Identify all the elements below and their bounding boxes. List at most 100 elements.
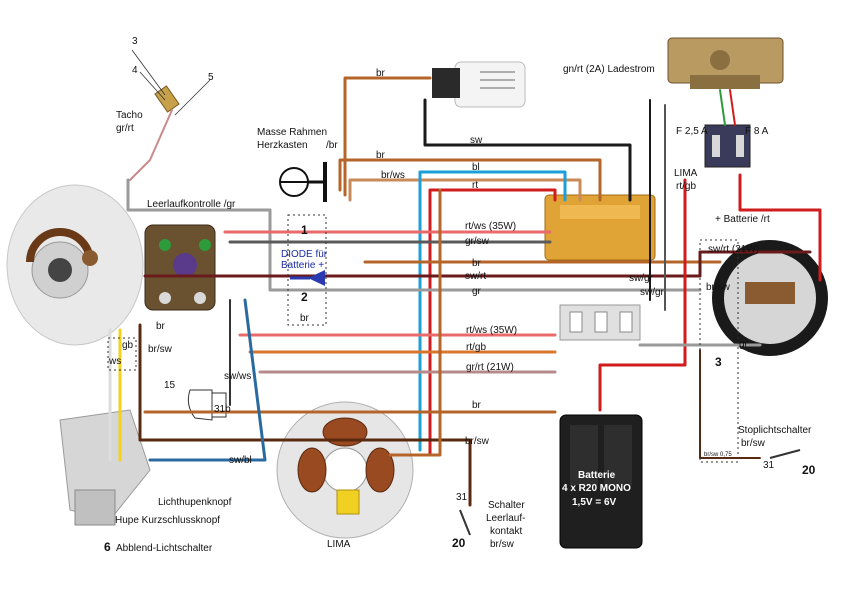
label-bl: bl [472,162,480,173]
handlebar-switch [59,409,151,526]
idle-switch-icon [459,509,471,536]
label-leerlaufkontrolle: Leerlaufkontrolle /gr [147,199,236,210]
label-rt-ws-35w-top: rt/ws (35W) [465,221,516,232]
label-f8: F 8 A [745,126,769,137]
rear-light [712,240,828,356]
label-masse-rahmen: Masse Rahmen [257,127,327,138]
label-diode-text-2: Batterie + [281,260,324,271]
label-tacho: Tacho [116,110,143,121]
tacho-lamp [131,49,211,116]
label-schalter-1: Schalter [488,500,525,511]
label-gr-right: gr [739,339,749,350]
wire-br-mid [338,158,602,202]
label-gr-sw: gr/sw [465,236,490,247]
alternator-stator [276,401,414,539]
label-stoplicht: Stoplichtschalter [738,425,812,436]
label-gr-mid: gr [472,286,482,297]
label-gn-rt-ladestrom: gn/rt (2A) Ladestrom [563,64,655,75]
label-br-sw-right: br/sw [706,282,731,293]
label-batterie-volt: 1,5V = 6V [572,497,617,508]
label-hupe: Hupe Kurzschlussknopf [115,515,220,526]
wire-gr-leerlauf [126,178,702,292]
wire-rt-battery [598,178,687,412]
label-rt-gb-lima: rt/gb [676,181,696,192]
wire-sw-bl [148,298,267,462]
label-n31b: 31b [214,404,231,415]
headlight-housing [6,184,144,346]
ignition-switch-block [144,224,216,311]
ignition-coil [432,61,526,108]
label-br-left: br [156,321,166,332]
label-herzkasten: Herzkasten [257,140,308,151]
label-sw-gr-1: sw/gr [629,273,654,284]
label-lichthupe: Lichthupenknopf [158,497,232,508]
label-n20-left: 20 [452,536,466,550]
diode-box [287,214,327,326]
label-br-top: br [376,68,386,79]
stop-switch-icon [769,449,801,459]
label-n5: 5 [208,72,214,83]
label-sw-rt-21w: sw/rt (21W) [708,244,759,255]
label-sw-top: sw [470,135,483,146]
label-ws: ws [108,356,121,367]
label-br-mid: br [376,150,386,161]
label-diode-2: 2 [301,290,308,304]
label-n20-right: 20 [802,463,816,477]
label-schalter-2: Leerlauf- [486,513,525,524]
label-br-right: br [472,258,482,269]
label-abblend: Abblend-Lichtschalter [116,543,213,554]
label-rt-ws-35w-bottom: rt/ws (35W) [466,325,517,336]
label-rt: rt [472,180,478,191]
label-rt-gb: rt/gb [466,342,486,353]
label-n4: 4 [132,65,138,76]
label-n31-left: 31 [456,492,468,503]
label-stop-rt-sw: br/sw 0,75 [704,452,732,458]
fuse-box [704,124,751,168]
label-sw-ws: sw/ws [224,371,251,382]
label-sw-gr-2: sw/gr [640,287,665,298]
label-lima-small: LIMA [674,168,698,179]
wire-rt [428,188,557,457]
connector-block [544,194,656,261]
terminal-strip [559,304,641,341]
label-herz-br: /br [326,140,338,151]
label-n15: 15 [164,380,176,391]
label-schalter-4: br/sw [490,539,515,550]
label-gb: gb [122,340,134,351]
label-three: 3 [715,355,722,369]
label-gr-rt-21w: gr/rt (21W) [466,362,514,373]
label-lima-big: LIMA [327,539,351,550]
wire-br-ws [348,178,582,202]
wire-br-top [343,76,432,197]
label-stop-br-sw: br/sw [741,438,766,449]
wire-sw-top [423,98,632,202]
label-sw-rt: sw/rt [465,271,486,282]
diode-arrow-icon [308,270,325,286]
voltage-regulator [667,37,784,89]
label-sw-bl: sw/bl [229,455,252,466]
wire-bl [418,170,567,452]
label-diode-text-1: DIODE für [281,249,328,260]
label-n31: 31 [763,460,775,471]
wire-tacho [129,109,173,181]
wire-stator-bundle [388,188,442,457]
wire-gn-rt [719,89,726,126]
label-schalter-3: kontakt [490,526,522,537]
label-br-sw-left: br/sw [148,344,173,355]
label-diode-1: 1 [301,223,308,237]
label-br-bottom: br [472,400,482,411]
label-br-ws: br/ws [381,170,405,181]
label-abblend-num: 6 [104,540,111,554]
label-batterie-rt: + Batterie /rt [715,214,770,225]
label-diode-br: br [300,313,310,324]
label-tacho-color: gr/rt [116,123,134,134]
wires [108,76,822,507]
wire-gn-rt-red [729,89,736,126]
label-batterie-title: Batterie [578,470,616,481]
wire-br-sw-bottom [138,323,472,507]
frame-ground-symbol [279,162,327,202]
label-f25: F 2,5 A [676,126,708,137]
battery-pack [559,414,643,549]
